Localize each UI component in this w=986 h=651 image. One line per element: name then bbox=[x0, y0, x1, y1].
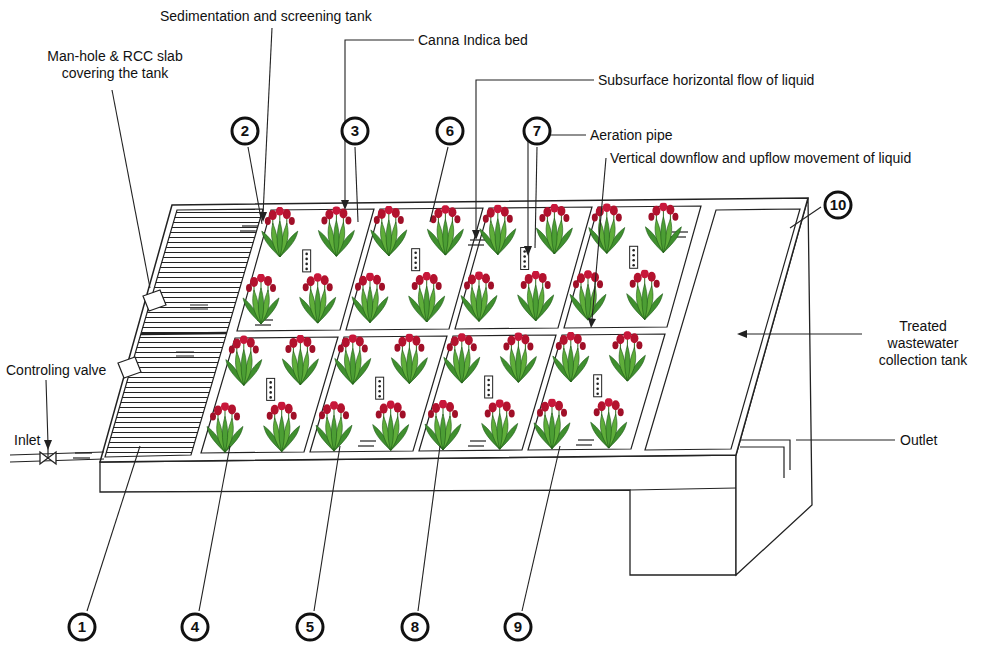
callout-number: 7 bbox=[522, 116, 552, 146]
callout-number: 10 bbox=[823, 190, 853, 220]
canna-plant bbox=[243, 273, 279, 324]
aeration-pipe bbox=[303, 250, 311, 272]
canna-plant bbox=[352, 272, 388, 323]
canna-plant bbox=[645, 202, 681, 253]
canna-plant bbox=[264, 401, 300, 452]
bed-label: Canna Indica bed bbox=[418, 32, 528, 49]
flow-label: Vertical downflow and upflow movement of… bbox=[610, 150, 911, 167]
aeration-pipe bbox=[412, 249, 420, 271]
callout-text: 4 bbox=[180, 612, 210, 642]
aeration-pipe bbox=[630, 246, 638, 268]
canna-plant bbox=[589, 203, 625, 254]
canna-plant bbox=[316, 401, 352, 452]
callout-text: 5 bbox=[295, 612, 325, 642]
flow-label: Subsurface horizontal flow of liquid bbox=[598, 72, 814, 89]
pipe-label: Aeration pipe bbox=[590, 127, 673, 144]
canna-plant bbox=[409, 272, 445, 323]
tank-label: Sedimentation and screening tank bbox=[160, 8, 372, 25]
canna-plant bbox=[444, 333, 480, 384]
canna-plant bbox=[591, 398, 627, 449]
canna-plant bbox=[207, 402, 243, 453]
canna-plant bbox=[425, 400, 461, 451]
callout-number: 5 bbox=[295, 612, 325, 642]
aeration-pipe bbox=[485, 376, 493, 398]
canna-plant bbox=[318, 206, 354, 257]
canna-plant bbox=[553, 332, 589, 383]
callout-number: 3 bbox=[340, 116, 370, 146]
callout-text: 9 bbox=[503, 612, 533, 642]
canna-plant bbox=[391, 333, 427, 384]
callout-text: 3 bbox=[340, 116, 370, 146]
canna-plant bbox=[300, 273, 336, 324]
canna-plant bbox=[518, 270, 554, 321]
canna-plant bbox=[609, 331, 645, 382]
inlet-label: Inlet bbox=[14, 432, 40, 449]
callout-text: 10 bbox=[823, 190, 853, 220]
canna-plant bbox=[627, 269, 663, 320]
callout-number: 2 bbox=[230, 116, 260, 146]
canna-plant bbox=[282, 334, 318, 385]
callout-number: 4 bbox=[180, 612, 210, 642]
callout-number: 9 bbox=[503, 612, 533, 642]
callout-text: 8 bbox=[400, 612, 430, 642]
canna-plant bbox=[482, 399, 518, 450]
aeration-pipe bbox=[594, 375, 602, 397]
callout-text: 7 bbox=[522, 116, 552, 146]
canna-plant bbox=[461, 271, 497, 322]
aeration-pipe bbox=[376, 377, 384, 399]
canna-plant bbox=[226, 335, 262, 386]
canna-plant bbox=[335, 334, 371, 385]
callout-number: 1 bbox=[67, 612, 97, 642]
valve-label: Controling valve bbox=[6, 362, 106, 379]
manhole-label: Man-hole & RCC slab covering the tank bbox=[30, 48, 200, 82]
canna-plant bbox=[500, 332, 536, 383]
aeration-pipe bbox=[267, 378, 275, 400]
canna-plant bbox=[570, 270, 606, 321]
canna-plant bbox=[534, 398, 570, 449]
callout-text: 6 bbox=[435, 116, 465, 146]
canna-plant bbox=[373, 400, 409, 451]
canna-plant bbox=[262, 207, 298, 258]
canna-plant bbox=[480, 204, 516, 255]
callout-number: 8 bbox=[400, 612, 430, 642]
callout-text: 2 bbox=[230, 116, 260, 146]
outlet-label: Outlet bbox=[900, 432, 937, 449]
tank-label: Treated wastewater collection tank bbox=[864, 318, 982, 368]
callout-number: 6 bbox=[435, 116, 465, 146]
canna-plant bbox=[536, 204, 572, 255]
canna-plant bbox=[371, 205, 407, 256]
callout-text: 1 bbox=[67, 612, 97, 642]
